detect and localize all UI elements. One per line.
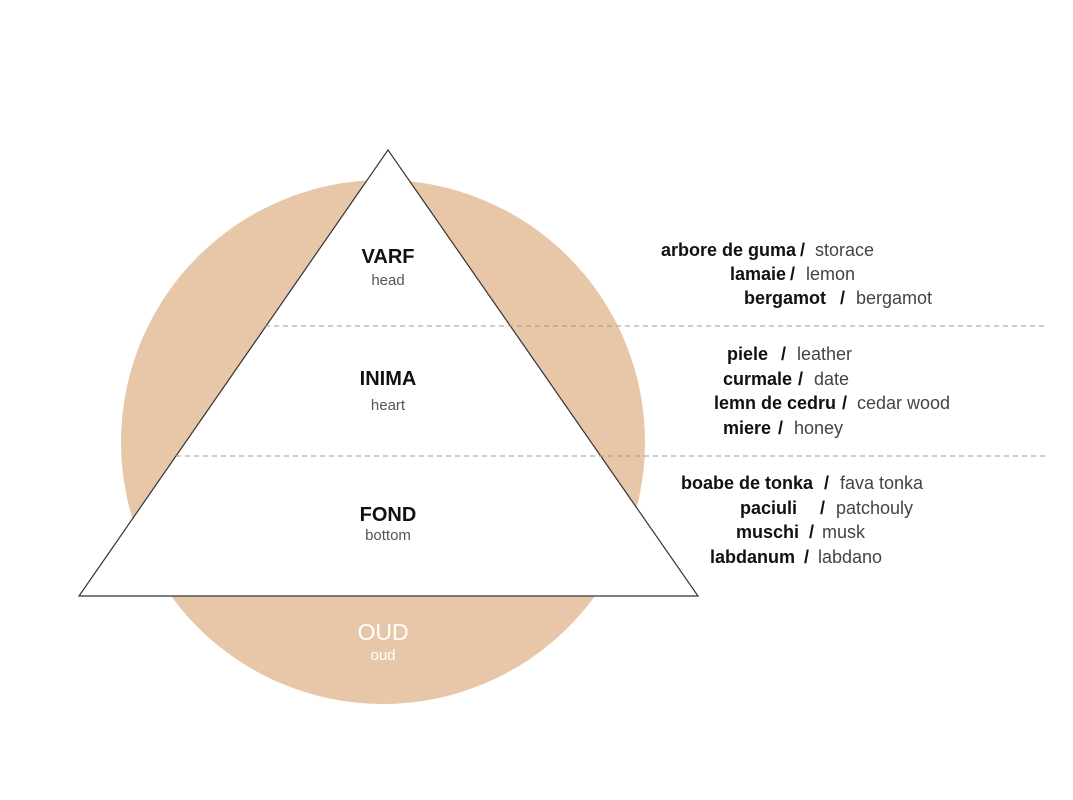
- note-en-label: lemon: [806, 264, 855, 284]
- note-en-label: leather: [797, 344, 852, 364]
- notes-heart: piele/leather curmale/date lemn de cedru…: [714, 344, 950, 438]
- note-en-label: fava tonka: [840, 473, 924, 493]
- tier-heart-title: INIMA: [360, 368, 417, 390]
- note-ro-label: lemn de cedru: [714, 393, 836, 413]
- note-ro-label: bergamot: [744, 288, 826, 308]
- note-row: curmale/date: [723, 369, 849, 389]
- note-ro-label: arbore de guma: [661, 240, 797, 260]
- note-row: lamaie/lemon: [730, 264, 855, 284]
- note-row: lemn de cedru/cedar wood: [714, 393, 950, 413]
- note-ro-label: boabe de tonka: [681, 473, 814, 493]
- tier-head-title: VARF: [362, 246, 415, 268]
- note-row: arbore de guma/storace: [661, 240, 874, 260]
- note-en-label: patchouly: [836, 498, 913, 518]
- notes-head: arbore de guma/storace lamaie/lemon berg…: [661, 240, 932, 308]
- note-ro-label: muschi: [736, 522, 799, 542]
- note-en-label: honey: [794, 418, 843, 438]
- note-ro-label: piele: [727, 344, 768, 364]
- base-title: OUD: [357, 619, 408, 645]
- note-ro-label: curmale: [723, 369, 792, 389]
- note-ro-label: miere: [723, 418, 771, 438]
- note-row: labdanum/labdano: [710, 547, 882, 567]
- note-en-label: date: [814, 369, 849, 389]
- note-row: muschi/musk: [736, 522, 866, 542]
- tier-head-subtitle: head: [371, 272, 404, 289]
- note-en-label: musk: [822, 522, 866, 542]
- note-row: miere/honey: [723, 418, 843, 438]
- note-row: bergamot/bergamot: [744, 288, 932, 308]
- tier-heart-subtitle: heart: [371, 397, 406, 414]
- note-row: piele/leather: [727, 344, 852, 364]
- note-en-label: cedar wood: [857, 393, 950, 413]
- tier-bottom-subtitle: bottom: [365, 527, 411, 544]
- note-en-label: bergamot: [856, 288, 932, 308]
- note-en-label: labdano: [818, 547, 882, 567]
- notes-bottom: boabe de tonka/fava tonka paciuli/patcho…: [681, 473, 924, 567]
- note-ro-label: labdanum: [710, 547, 795, 567]
- note-row: paciuli/patchouly: [740, 498, 913, 518]
- pyramid-triangle: [77, 148, 700, 597]
- note-ro-label: lamaie: [730, 264, 786, 284]
- tier-bottom-title: FOND: [360, 504, 417, 526]
- base-subtitle: oud: [370, 647, 395, 664]
- note-row: boabe de tonka/fava tonka: [681, 473, 924, 493]
- note-en-label: storace: [815, 240, 874, 260]
- note-ro-label: paciuli: [740, 498, 797, 518]
